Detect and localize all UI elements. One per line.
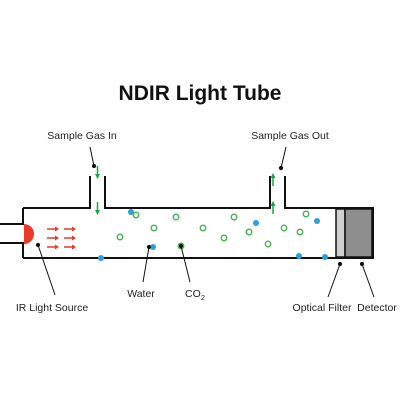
light-rays <box>47 226 76 250</box>
leader-sample-gas-in <box>89 146 97 169</box>
water-molecule <box>322 254 328 260</box>
co2-molecule <box>132 211 140 219</box>
co2-molecule <box>302 210 310 218</box>
arrow-right-icon <box>64 244 76 250</box>
arrow-down-icon <box>95 166 100 179</box>
leader-detector <box>359 261 375 298</box>
label-optical-filter: Optical Filter <box>293 302 352 314</box>
leader-co2 <box>178 243 191 283</box>
arrow-right-icon <box>47 235 59 241</box>
co2-molecule <box>264 240 272 248</box>
label-sample-gas-in: Sample Gas In <box>47 130 117 142</box>
label-detector: Detector <box>357 302 397 314</box>
arrow-right-icon <box>47 244 59 250</box>
optical-filter <box>335 208 346 258</box>
detector <box>344 208 373 258</box>
gas-in-arrows <box>95 166 100 215</box>
arrow-right-icon <box>64 226 76 232</box>
co2-molecule <box>220 234 228 242</box>
co2-molecule <box>245 228 253 236</box>
water-molecule <box>150 244 156 250</box>
co2-molecule <box>177 242 185 250</box>
co2-molecule <box>150 224 158 232</box>
water-molecule <box>98 255 104 261</box>
label-co2-subscript: 2 <box>201 295 205 302</box>
arrow-down-icon <box>95 202 100 215</box>
tube-top-wall <box>23 176 374 259</box>
co2-molecule <box>296 228 304 236</box>
arrow-right-icon <box>64 235 76 241</box>
label-sample-gas-out: Sample Gas Out <box>251 130 329 142</box>
water-molecule <box>128 209 134 215</box>
co2-molecule <box>199 224 207 232</box>
arrow-up-icon <box>270 173 276 186</box>
leader-optical-filter <box>327 261 343 298</box>
leader-sample-gas-out <box>278 146 287 171</box>
water-molecule <box>314 218 320 224</box>
leader-water <box>142 244 152 283</box>
label-co2-main: CO <box>185 288 201 300</box>
leader-ir-source <box>35 242 56 296</box>
co2-molecule <box>230 213 238 221</box>
water-molecule <box>253 220 259 226</box>
diagram-title: NDIR Light Tube <box>119 82 282 105</box>
ir-source-icon <box>24 224 34 244</box>
water-molecules <box>98 209 328 261</box>
water-molecule <box>296 253 302 259</box>
co2-molecule <box>172 213 180 221</box>
arrow-up-icon <box>270 201 276 214</box>
tube-left-end <box>0 208 24 258</box>
arrow-right-icon <box>47 226 59 232</box>
co2-molecule <box>116 233 124 241</box>
label-water: Water <box>127 288 155 300</box>
co2-molecule <box>280 224 288 232</box>
label-co2: CO 2 <box>185 288 205 302</box>
light-tube <box>0 176 374 259</box>
gas-out-arrows <box>270 173 276 214</box>
co2-molecules <box>116 210 310 250</box>
leader-lines <box>35 146 375 298</box>
label-ir-light-source: IR Light Source <box>16 302 89 314</box>
